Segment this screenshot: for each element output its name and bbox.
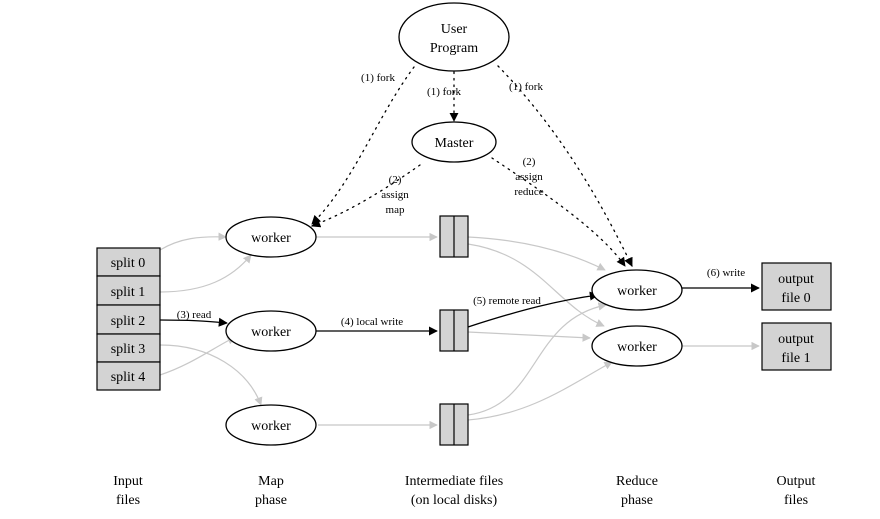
phase-labels: Input files Map phase Intermediate files…: [113, 474, 815, 508]
split-label-2: split 2: [111, 314, 146, 329]
user-program-line1: User: [441, 22, 468, 37]
split-box-4: [96, 361, 161, 391]
fork-edge-to-reduce-worker: [497, 65, 633, 267]
map-worker-1: [225, 216, 317, 258]
master-node: Master: [411, 121, 497, 163]
black-edges: [159, 283, 760, 336]
fork-label-center: (1) fork: [427, 86, 461, 98]
phase-output-l1: Output: [777, 474, 816, 489]
split-box-2: [96, 304, 161, 335]
edge-file3-to-reduce2: [467, 361, 613, 421]
assign-reduce-l3: reduce: [514, 186, 543, 198]
split-box-3: [96, 333, 161, 363]
phase-input-l1: Input: [113, 474, 143, 489]
user-program-node: User Program: [398, 2, 510, 72]
assign-reduce-l1: (2): [523, 156, 536, 168]
edge-split0-to-worker1: [159, 232, 227, 251]
output-file-1-box: [761, 322, 832, 371]
edge-split1-to-worker1: [159, 254, 252, 293]
reduce-worker-label-1: worker: [617, 284, 657, 299]
control-edges: [311, 65, 633, 267]
edge-split3-to-worker3: [159, 344, 263, 406]
edge-file2-to-reduce2: [467, 331, 591, 342]
split-box-1: [96, 275, 161, 306]
fork-label-left: (1) fork: [361, 72, 395, 84]
intermediate-files: [439, 215, 469, 446]
phase-output-l2: files: [784, 493, 808, 508]
map-worker-2: [225, 310, 317, 352]
phase-reduce-l2: phase: [621, 493, 653, 508]
edge-remote-read: [467, 291, 599, 328]
split-label-0: split 0: [111, 256, 146, 271]
edge-file1-to-reduce2: [467, 243, 605, 327]
assign-reduce-l2: assign: [515, 171, 543, 183]
map-worker-3: [225, 404, 317, 446]
phase-intermediate-l2: (on local disks): [411, 493, 498, 508]
assign-reduce-edge: [491, 157, 626, 267]
edge-split4-to-worker2: [159, 336, 236, 376]
gray-edges: [159, 232, 760, 430]
edge-label-local-write: (4) local write: [341, 316, 403, 328]
assign-map-l2: assign: [381, 189, 409, 201]
assign-map-edge: [311, 164, 421, 228]
map-workers: worker worker worker: [225, 216, 317, 446]
split-label-1: split 1: [111, 285, 146, 300]
phase-reduce-l1: Reduce: [616, 474, 658, 489]
map-worker-label-3: worker: [251, 419, 291, 434]
edge-file3-to-reduce1: [467, 302, 607, 416]
edge-label-read: (3) read: [177, 309, 212, 321]
assign-map-l1: (2): [389, 174, 402, 186]
reduce-workers: worker worker: [591, 269, 683, 367]
output-file-1-l1: output: [778, 332, 814, 347]
fork-label-right: (1) fork: [509, 81, 543, 93]
reduce-worker-2: [591, 325, 683, 367]
user-program-line2: Program: [430, 41, 478, 56]
reduce-worker-label-2: worker: [617, 340, 657, 355]
split-label-4: split 4: [111, 370, 146, 385]
map-worker-label-2: worker: [251, 325, 291, 340]
edge-file1-to-reduce1: [467, 236, 606, 271]
master-label: Master: [435, 136, 474, 151]
edge-split2-read: [159, 317, 228, 327]
output-file-0-box: [761, 262, 832, 311]
phase-input-l2: files: [116, 493, 140, 508]
reduce-worker-1: [591, 269, 683, 311]
phase-map-l1: Map: [258, 474, 284, 489]
split-label-3: split 3: [111, 342, 146, 357]
output-file-1-l2: file 1: [781, 351, 810, 366]
output-file-0-l2: file 0: [781, 291, 810, 306]
map-worker-label-1: worker: [251, 231, 291, 246]
phase-map-l2: phase: [255, 493, 287, 508]
input-splits: split 0 split 1 split 2 split 3 split 4: [96, 247, 161, 391]
output-files: output file 0 output file 1: [761, 262, 832, 371]
edge-label-write: (6) write: [707, 267, 745, 279]
assign-map-l3: map: [386, 204, 405, 216]
edge-label-remote-read: (5) remote read: [473, 295, 541, 307]
output-file-0-l1: output: [778, 272, 814, 287]
phase-intermediate-l1: Intermediate files: [405, 474, 503, 489]
